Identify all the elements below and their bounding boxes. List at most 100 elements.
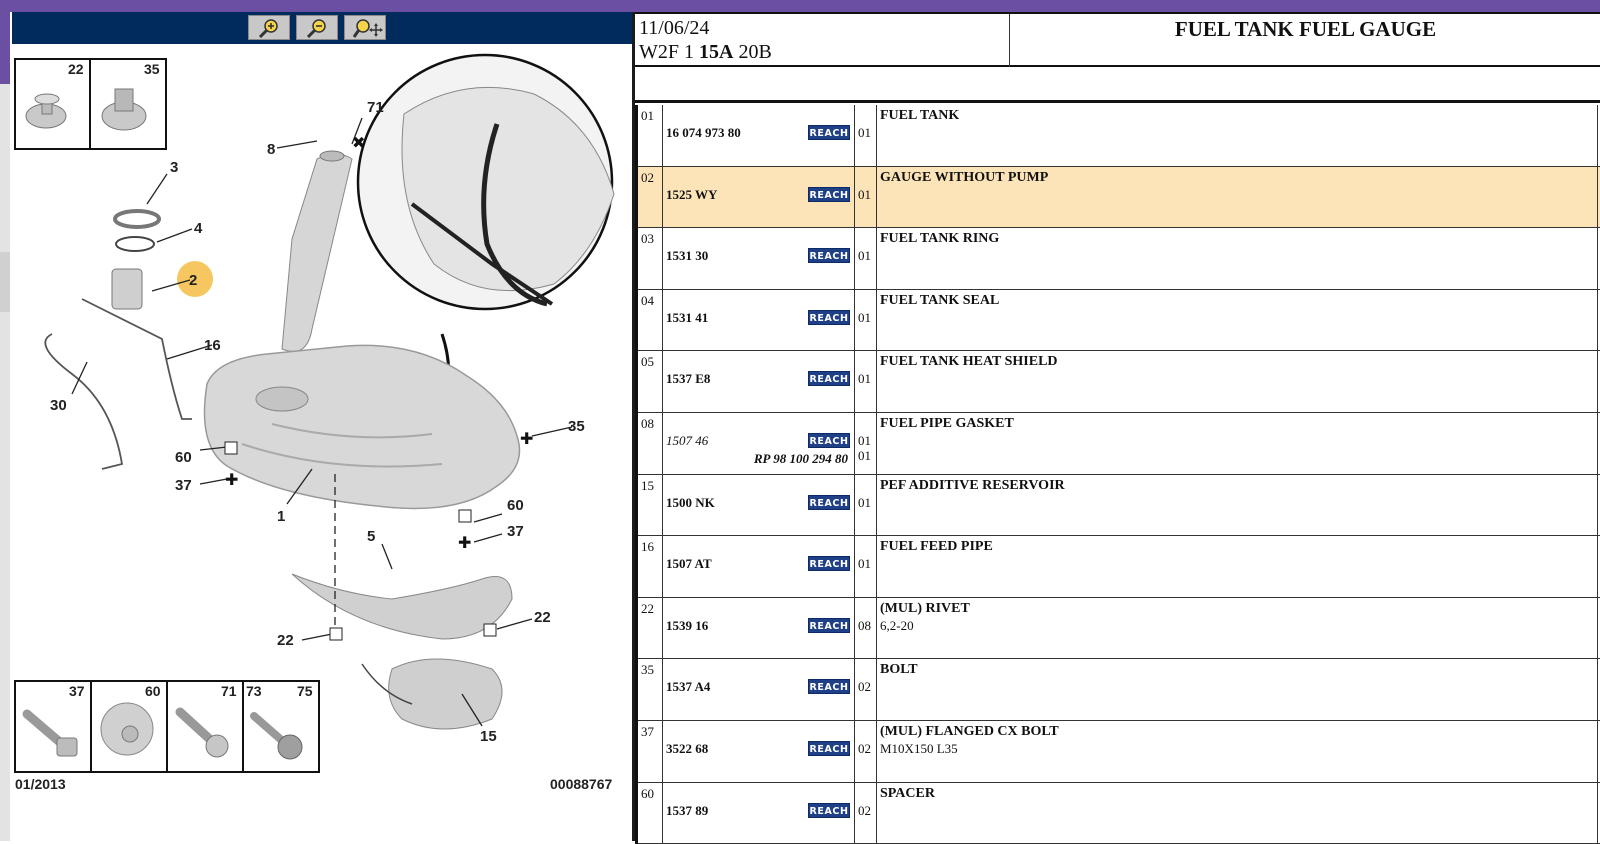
column-divider: [662, 536, 663, 597]
callout-60-lower[interactable]: 60: [507, 497, 524, 514]
callout-60[interactable]: 60: [175, 449, 192, 466]
part-ref-number: 15: [641, 477, 654, 493]
part-description: FUEL FEED PIPE: [880, 539, 993, 555]
left-edge-accent: [0, 12, 10, 84]
part-number[interactable]: 3522 68: [666, 740, 709, 756]
callout-1[interactable]: 1: [277, 508, 285, 525]
column-divider: [876, 536, 877, 597]
callout-30[interactable]: 30: [50, 397, 67, 414]
inset-label-35: 35: [144, 61, 160, 77]
column-divider: [662, 166, 663, 228]
callout-5[interactable]: 5: [367, 528, 375, 545]
reach-badge[interactable]: REACH: [808, 371, 850, 387]
callout-22-right[interactable]: 22: [534, 609, 551, 626]
callout-71[interactable]: 71: [367, 99, 384, 116]
svg-text:✖: ✖: [352, 133, 365, 152]
part-description: (MUL) FLANGED CX BOLT: [880, 723, 1059, 739]
exploded-diagram-panel: 22 35: [12, 12, 635, 841]
reach-badge[interactable]: REACH: [808, 617, 850, 633]
column-divider: [876, 659, 877, 720]
inset-label-73: 73: [246, 683, 262, 699]
part-number[interactable]: 1531 30: [666, 248, 709, 264]
svg-text:✚: ✚: [458, 533, 471, 552]
part-ref-number: 08: [641, 415, 654, 431]
header-sub-band: [635, 69, 1600, 103]
column-divider: [1597, 536, 1598, 597]
alternate-part-number[interactable]: RP 98 100 294 80: [753, 450, 848, 466]
fastener-markers: ✚ ✚ ✚ ✖: [224, 133, 533, 641]
column-divider: [1597, 659, 1598, 720]
callout-35[interactable]: 35: [568, 418, 585, 435]
part-number[interactable]: 1537 89: [666, 802, 709, 818]
zoom-out-button[interactable]: [296, 15, 338, 40]
part-ref-number: 16: [641, 539, 654, 555]
reach-badge[interactable]: REACH: [808, 186, 850, 202]
part-number[interactable]: 1507 46: [666, 432, 709, 448]
reach-badge[interactable]: REACH: [808, 125, 850, 140]
callout-15[interactable]: 15: [480, 728, 497, 745]
part-quantity: 01: [858, 309, 871, 325]
part-number[interactable]: 1525 WY: [666, 186, 718, 202]
part-ref-number: 60: [641, 785, 654, 801]
bottom-fastener-inset: 37 60 71 73 75: [14, 680, 320, 773]
reach-badge[interactable]: REACH: [808, 740, 850, 756]
part-number[interactable]: 1531 41: [666, 309, 709, 325]
part-description-detail: M10X150 L35: [880, 740, 958, 756]
column-divider: [662, 228, 663, 289]
column-divider: [1597, 105, 1598, 166]
reach-badge[interactable]: REACH: [808, 802, 850, 818]
part-description: FUEL PIPE GASKET: [880, 415, 1014, 431]
column-divider: [1597, 228, 1598, 289]
callout-2[interactable]: 2: [189, 272, 197, 289]
header-date: 11/06/24: [639, 17, 710, 39]
callout-22[interactable]: 22: [277, 632, 294, 649]
part-number[interactable]: 16 074 973 80: [666, 125, 741, 140]
reach-badge[interactable]: REACH: [808, 556, 850, 572]
fuel-tank-body: [203, 344, 521, 510]
callout-3[interactable]: 3: [170, 159, 178, 176]
part-number[interactable]: 1507 AT: [666, 556, 712, 572]
callout-4[interactable]: 4: [194, 220, 203, 237]
reach-badge[interactable]: REACH: [808, 432, 850, 448]
left-edge-tab[interactable]: [0, 252, 10, 312]
zoom-pan-button[interactable]: [344, 15, 386, 40]
callout-8[interactable]: 8: [267, 141, 275, 158]
callout-37[interactable]: 37: [175, 477, 192, 494]
heat-shield: [291, 573, 513, 640]
reach-badge[interactable]: REACH: [808, 309, 850, 325]
column-divider: [876, 412, 877, 474]
column-divider: [662, 597, 663, 659]
part-number[interactable]: 1537 A4: [666, 679, 711, 695]
zoom-out-icon: [306, 19, 326, 38]
part-ref-number: 05: [641, 354, 654, 370]
part-ref-number: 03: [641, 231, 654, 247]
part-number[interactable]: 1500 NK: [666, 494, 715, 510]
part-number[interactable]: 1537 E8: [666, 371, 711, 387]
fuel-tank-exploded-drawing: 22 35: [14, 53, 615, 792]
zoom-in-button[interactable]: [248, 15, 290, 40]
column-divider: [854, 536, 855, 597]
svg-text:✚: ✚: [520, 429, 533, 448]
part-quantity: 02: [858, 740, 871, 756]
part-ref-number: 01: [641, 108, 654, 123]
leader-lines: [71, 117, 573, 727]
callout-37-lower[interactable]: 37: [507, 523, 524, 540]
diagram-drawing-number: 00088767: [550, 776, 613, 792]
part-number[interactable]: 1539 16: [666, 617, 709, 633]
reach-badge[interactable]: REACH: [808, 679, 850, 695]
reach-badge[interactable]: REACH: [808, 494, 850, 510]
callout-16[interactable]: 16: [204, 337, 221, 354]
reach-badge[interactable]: REACH: [808, 248, 850, 264]
